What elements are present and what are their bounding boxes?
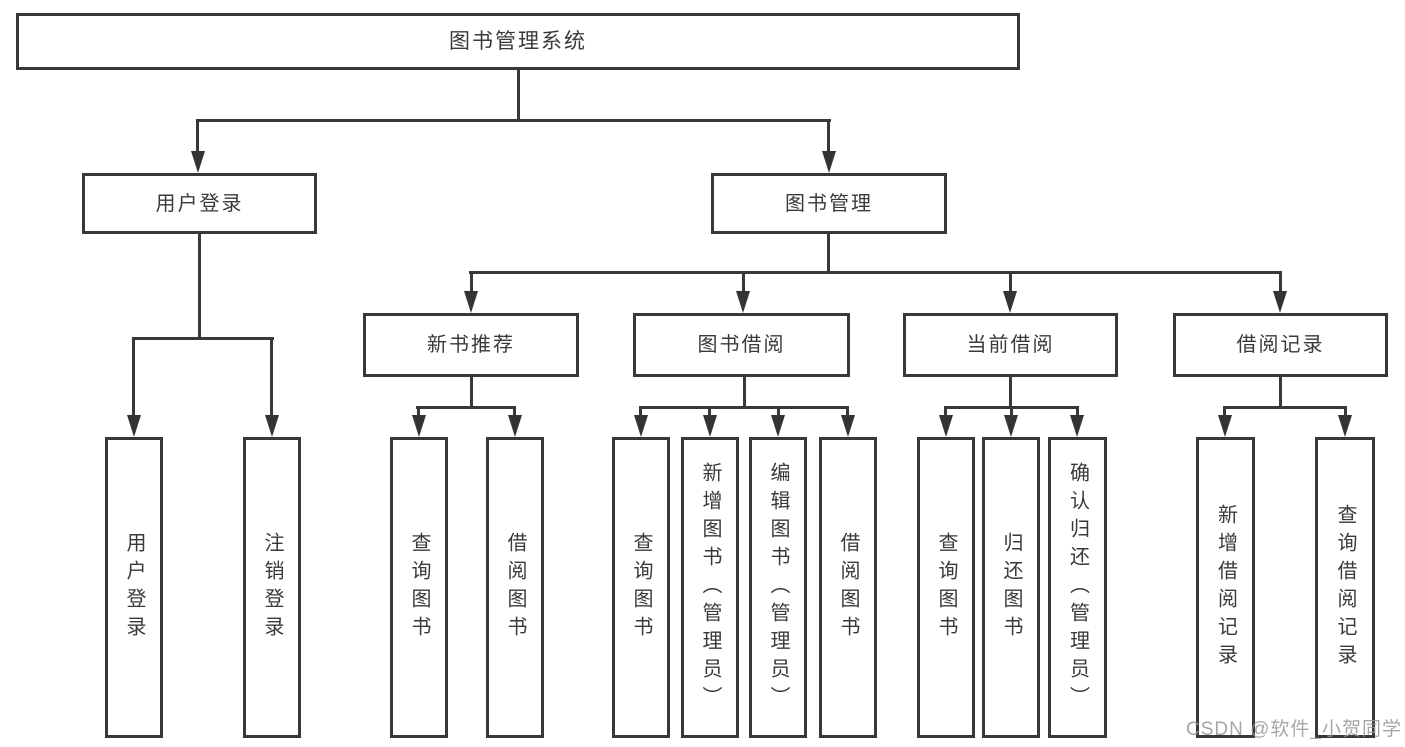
connector-new-rail	[416, 406, 516, 409]
connector-mgmt-rail	[469, 271, 1282, 274]
leaf-query-books-recommend: 查询图书	[390, 437, 448, 738]
arrow-down-icon	[1004, 415, 1018, 437]
connector-drop-new	[470, 271, 473, 295]
arrow-down-icon	[822, 151, 836, 173]
leaf-query-books-current: 查询图书	[917, 437, 975, 738]
connector-drop-leaf	[1223, 406, 1226, 419]
arrow-down-icon	[1338, 415, 1352, 437]
connector-drop-leaf	[639, 406, 642, 419]
leaf-add-borrow-record: 新增借阅记录	[1196, 437, 1255, 738]
arrow-down-icon	[464, 291, 478, 313]
arrow-down-icon	[412, 415, 426, 437]
connector-drop-mgmt	[827, 119, 830, 155]
connector-login-rail	[132, 337, 274, 340]
arrow-down-icon	[634, 415, 648, 437]
connector-drop-current	[1009, 271, 1012, 295]
arrow-down-icon	[939, 415, 953, 437]
arrow-down-icon	[1070, 415, 1084, 437]
node-library-system: 图书管理系统	[16, 13, 1020, 70]
connector-drop-leaf-login1	[132, 337, 135, 419]
arrow-down-icon	[841, 415, 855, 437]
connector-drop-record	[1279, 271, 1282, 295]
connector-drop-leaf	[846, 406, 849, 419]
leaf-query-borrow-record: 查询借阅记录	[1315, 437, 1375, 738]
connector-drop-leaf	[708, 406, 711, 419]
leaf-return-books: 归还图书	[982, 437, 1040, 738]
connector-drop-leaf	[777, 406, 780, 419]
arrow-down-icon	[508, 415, 522, 437]
leaf-logout: 注销登录	[243, 437, 301, 738]
node-book-borrow: 图书借阅	[633, 313, 850, 377]
leaf-confirm-return-admin: 确认归还（管理员）	[1048, 437, 1107, 738]
node-new-book-recommend: 新书推荐	[363, 313, 579, 377]
connector-drop-leaf	[417, 406, 420, 419]
connector-drop-leaf-login2	[270, 337, 273, 419]
arrow-down-icon	[771, 415, 785, 437]
arrow-down-icon	[1218, 415, 1232, 437]
arrow-down-icon	[191, 151, 205, 173]
csdn-watermark: CSDN @软件_小贺同学	[1186, 719, 1402, 740]
connector-drop-leaf	[944, 406, 947, 419]
connector-record-stem	[1279, 377, 1282, 409]
leaf-user-login: 用户登录	[105, 437, 163, 738]
connector-drop-login	[196, 119, 199, 155]
connector-drop-leaf	[1076, 406, 1079, 419]
leaf-add-books-admin: 新增图书（管理员）	[681, 437, 739, 738]
connector-new-stem	[470, 377, 473, 409]
connector-drop-leaf	[1010, 406, 1013, 419]
arrow-down-icon	[127, 415, 141, 437]
connector-root-stem	[517, 69, 520, 122]
connector-root-rail	[197, 119, 831, 122]
connector-login-stem	[198, 234, 201, 340]
connector-borrow-stem	[743, 377, 746, 409]
node-current-borrow: 当前借阅	[903, 313, 1118, 377]
connector-record-rail	[1223, 406, 1347, 409]
arrow-down-icon	[265, 415, 279, 437]
connector-mgmt-stem	[827, 234, 830, 274]
connector-drop-leaf	[1344, 406, 1347, 419]
arrow-down-icon	[1273, 291, 1287, 313]
connector-current-stem	[1009, 377, 1012, 409]
connector-borrow-rail	[639, 406, 849, 409]
node-book-management: 图书管理	[711, 173, 947, 234]
leaf-borrow-books: 借阅图书	[819, 437, 877, 738]
leaf-borrow-books-recommend: 借阅图书	[486, 437, 544, 738]
connector-drop-leaf	[513, 406, 516, 419]
arrow-down-icon	[1003, 291, 1017, 313]
arrow-down-icon	[703, 415, 717, 437]
node-user-login: 用户登录	[82, 173, 317, 234]
leaf-query-books-borrow: 查询图书	[612, 437, 670, 738]
leaf-edit-books-admin: 编辑图书（管理员）	[749, 437, 807, 738]
arrow-down-icon	[736, 291, 750, 313]
node-borrow-record: 借阅记录	[1173, 313, 1388, 377]
connector-drop-borrow	[742, 271, 745, 295]
